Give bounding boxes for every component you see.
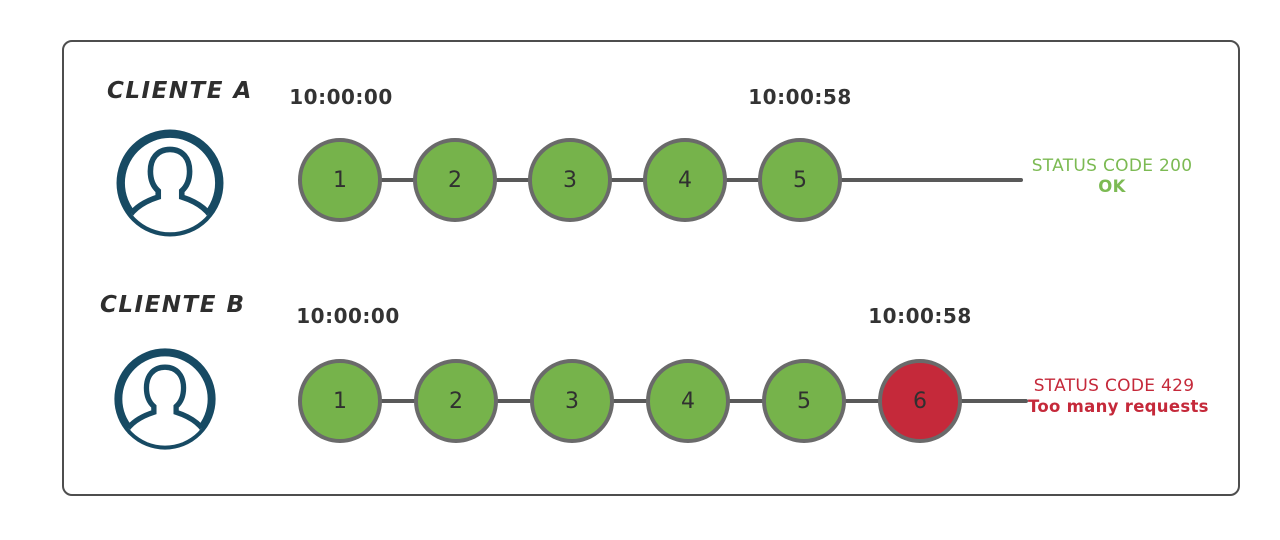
- client-a-end-time: 10:00:58: [748, 85, 852, 109]
- request-circle: 1: [298, 359, 382, 443]
- diagram-frame: [62, 40, 1240, 496]
- client-a-start-time: 10:00:00: [289, 85, 393, 109]
- user-icon: [112, 346, 218, 452]
- request-circle: 4: [643, 138, 727, 222]
- client-a-status-code: STATUS CODE 200: [1031, 156, 1193, 176]
- request-circle: 2: [414, 359, 498, 443]
- request-circle: 5: [758, 138, 842, 222]
- client-b-end-time: 10:00:58: [868, 304, 972, 328]
- user-icon: [114, 127, 226, 239]
- client-b-status: STATUS CODE 429 Too many requests: [1028, 376, 1209, 418]
- client-a-status-message: OK: [1098, 177, 1126, 197]
- client-b-label: CLIENTE B: [100, 292, 246, 318]
- request-circle: 6: [878, 359, 962, 443]
- client-b-start-time: 10:00:00: [296, 304, 400, 328]
- client-a-label: CLIENTE A: [107, 78, 253, 104]
- client-a-status: STATUS CODE 200 OK: [1028, 156, 1196, 198]
- request-circle: 1: [298, 138, 382, 222]
- client-b-status-code: STATUS CODE 429: [1033, 376, 1195, 396]
- request-circle: 3: [530, 359, 614, 443]
- client-b-status-message: Too many requests: [1028, 397, 1209, 417]
- request-circle: 3: [528, 138, 612, 222]
- request-circle: 5: [762, 359, 846, 443]
- request-circle: 2: [413, 138, 497, 222]
- request-circle: 4: [646, 359, 730, 443]
